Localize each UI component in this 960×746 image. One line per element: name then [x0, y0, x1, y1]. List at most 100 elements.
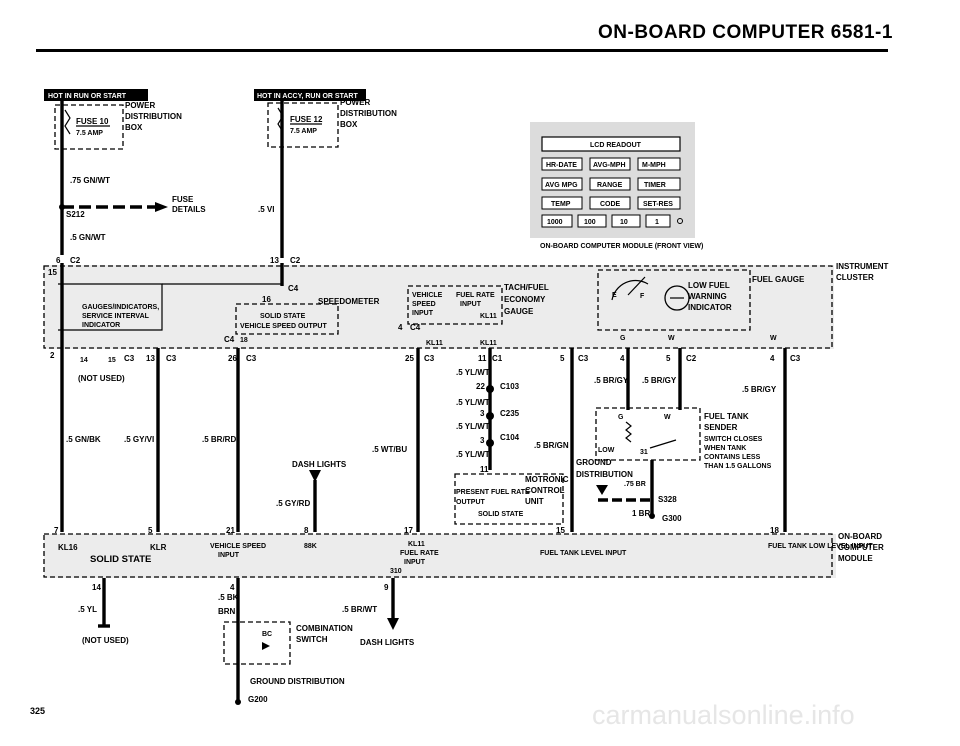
ground-dist-1: GROUND — [576, 458, 612, 467]
btn-temp-label: TEMP — [551, 201, 571, 208]
present-fuel-box — [454, 473, 564, 525]
pin-8: 8 — [304, 526, 309, 535]
conn-c2-left: C2 — [70, 256, 81, 265]
btn-100-label: 100 — [584, 219, 596, 226]
fuel-gauge-label: FUEL GAUGE — [752, 275, 805, 284]
btn-100[interactable] — [577, 214, 607, 228]
splice-s212: S212 — [66, 210, 85, 219]
btn-range[interactable] — [589, 177, 631, 191]
pin-13b: 13 — [146, 354, 155, 363]
power-box-r1: POWER — [340, 98, 370, 107]
fuse10-name: FUSE 10 — [76, 117, 109, 126]
dash-lights-arrow-a — [309, 470, 321, 482]
fuse-details-arrow — [155, 202, 168, 212]
bc-label: BC — [262, 631, 272, 638]
wire-label-w14: .5 BR/GY — [642, 376, 677, 385]
solid-state-2: VEHICLE SPEED OUTPUT — [240, 323, 327, 330]
btn-m-mph[interactable] — [637, 157, 681, 171]
pin-4d: 4 — [230, 583, 235, 592]
pin-9: 9 — [384, 583, 389, 592]
fuel-gauge-box — [597, 269, 751, 331]
combination-switch-1: COMBINATION — [296, 624, 353, 633]
btn-1000[interactable] — [541, 214, 573, 228]
pin-25: 25 — [405, 354, 414, 363]
btn-m-mph-label: M-MPH — [642, 162, 666, 169]
gauges-box-2: SERVICE INTERVAL — [82, 313, 150, 320]
sender-g: G — [618, 414, 624, 421]
fuel-tank-sender-1: FUEL TANK — [704, 412, 749, 421]
fuel-gauge-dial — [611, 279, 649, 301]
btn-avg-mpg-label: AVG MPG — [545, 182, 578, 189]
sender-resistor-icon — [625, 421, 632, 443]
solid-state-1: SOLID STATE — [260, 313, 306, 320]
btn-1[interactable] — [645, 214, 671, 228]
splice-s328: S328 — [658, 495, 677, 504]
pin-6: 6 — [56, 256, 61, 265]
conn-c3-c: C3 — [246, 354, 257, 363]
pin-3b: 3 — [480, 436, 485, 445]
wire-label-w15: .5 BR/GY — [742, 385, 777, 394]
conn-c2-right: C2 — [290, 256, 301, 265]
low-fuel-1: LOW FUEL — [688, 281, 730, 290]
conn-c1: C1 — [492, 354, 503, 363]
sender-31: 31 — [640, 449, 648, 456]
w-label-2: W — [770, 335, 777, 342]
ground-dist-2: DISTRIBUTION — [576, 470, 633, 479]
obc-label-3: MODULE — [838, 554, 873, 563]
wire-label-w1: .75 GN/WT — [70, 176, 110, 185]
obc-88k: 88K — [304, 543, 317, 550]
wire-label-w12: .5 BR/GN — [534, 441, 569, 450]
obc-fuel-rate: FUEL RATE — [400, 550, 439, 557]
wire-label-w7: .5 GY/RD — [276, 499, 310, 508]
vehicle-3: INPUT — [412, 310, 434, 317]
pin-13: 13 — [270, 256, 279, 265]
conn-kl11-a: KL11 — [480, 313, 497, 320]
wire-label-w21: .5 BR/WT — [342, 605, 377, 614]
power-box-1: POWER — [125, 101, 155, 110]
conn-kl11-b: KL11 — [426, 340, 443, 347]
gauge-e: E — [612, 292, 617, 299]
motronic-3: UNIT — [525, 497, 544, 506]
conn-c3-d: C3 — [424, 354, 435, 363]
combination-switch-box — [223, 621, 291, 665]
btn-temp[interactable] — [541, 196, 583, 210]
vehicle-box — [407, 285, 503, 325]
sender-switch-icon — [649, 439, 677, 449]
obc-kl11: KL11 — [408, 541, 425, 548]
btn-code[interactable] — [589, 196, 631, 210]
present-fuel-2: OUTPUT — [456, 499, 486, 506]
pin-11b: 11 — [480, 465, 489, 474]
conn-c2-b: C2 — [686, 354, 697, 363]
pin-15: 15 — [48, 268, 57, 277]
power-box-2: DISTRIBUTION — [125, 112, 182, 121]
pin-11: 11 — [478, 354, 487, 363]
pin-16: 16 — [262, 295, 271, 304]
obc-fuel-tank-level: FUEL TANK LEVEL INPUT — [540, 550, 627, 557]
obc-input-1: INPUT — [218, 552, 240, 559]
pin-18b: 18 — [770, 526, 779, 535]
conn-c3-e: C3 — [578, 354, 589, 363]
wire-label-w13: .5 BR/GY — [594, 376, 629, 385]
fuel-tank-sender-box — [595, 407, 701, 461]
btn-set-res[interactable] — [637, 196, 681, 210]
obc-vehicle-speed: VEHICLE SPEED — [210, 543, 266, 550]
btn-1-label: 1 — [655, 219, 659, 226]
fuse12-rating: 7.5 AMP — [290, 128, 317, 135]
btn-hr-date[interactable] — [541, 157, 583, 171]
instrument-cluster-bg — [44, 265, 834, 349]
hot-label-right: HOT IN ACCY, RUN OR START — [257, 93, 358, 100]
pin-5: 5 — [560, 354, 565, 363]
btn-10[interactable] — [611, 214, 641, 228]
wire-label-w17: 1 BR — [632, 509, 650, 518]
btn-avg-mpg[interactable] — [541, 177, 583, 191]
wire-label-w11: .5 YL/WT — [456, 422, 490, 431]
btn-hr-date-label: HR-DATE — [546, 162, 577, 169]
ground-g200: G200 — [248, 695, 268, 704]
wire-label-w3: .5 VI — [258, 205, 274, 214]
pin-2: 2 — [50, 351, 55, 360]
btn-set-res-label: SET-RES — [643, 201, 673, 208]
obc-label-2: COMPUTER — [838, 543, 884, 552]
btn-timer[interactable] — [637, 177, 681, 191]
gauges-box-3: INDICATOR — [82, 322, 120, 329]
btn-avg-mph[interactable] — [589, 157, 631, 171]
